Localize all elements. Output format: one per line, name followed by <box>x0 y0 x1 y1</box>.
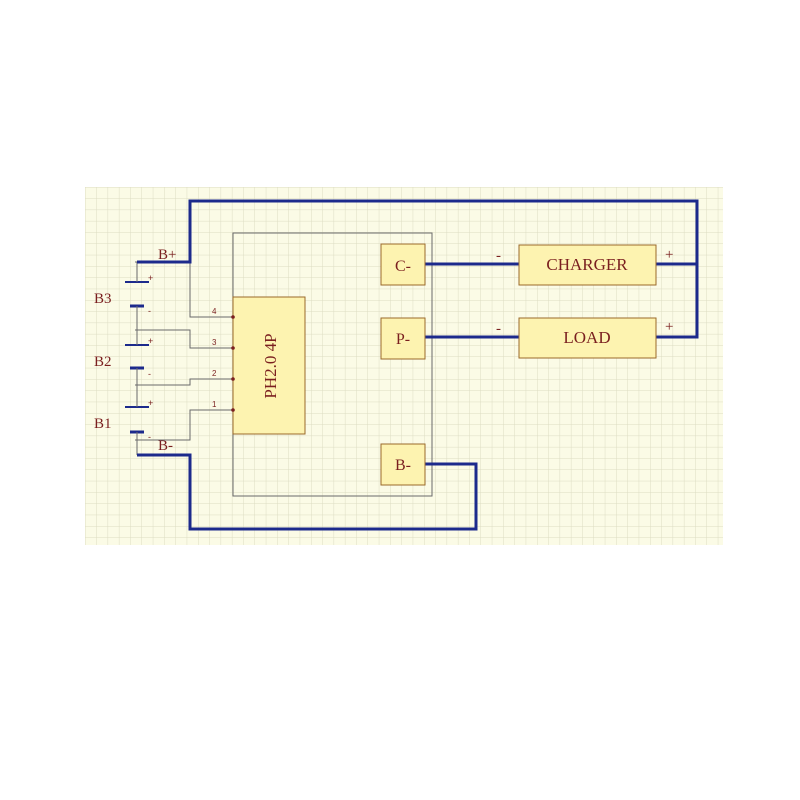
pad-b-minus <box>380 443 426 486</box>
battery-b3-plus: + <box>148 273 153 283</box>
battery-b2-minus: - <box>148 369 151 379</box>
load-block <box>518 317 657 359</box>
battery-b3-minus: - <box>148 306 151 316</box>
connector-label: PH2.0 4P <box>261 333 280 398</box>
load-neg-label: - <box>496 321 501 337</box>
connector-pin-2: 2 <box>212 369 217 378</box>
battery-b1: + - B1 <box>94 385 153 455</box>
battery-b2-label: B2 <box>94 354 112 370</box>
connector-pin-3: 3 <box>212 338 217 347</box>
load-label: LOAD <box>563 328 610 347</box>
battery-b1-label: B1 <box>94 416 112 432</box>
battery-b1-minus: - <box>148 432 151 442</box>
connector-pins: 4 3 2 1 <box>212 307 235 412</box>
connector-pin-1: 1 <box>212 400 217 409</box>
connector-ph2-4p <box>232 296 306 435</box>
battery-b2: + - B2 <box>94 330 153 385</box>
b-minus-terminal-label: B- <box>158 438 173 454</box>
pad-p-minus <box>380 317 426 360</box>
charger-block <box>518 244 657 286</box>
pad-p-minus-label: P- <box>396 331 410 348</box>
connector-pin-4: 4 <box>212 307 217 316</box>
b-plus-terminal-label: B+ <box>158 247 176 263</box>
grid-lines <box>85 187 723 545</box>
battery-b2-plus: + <box>148 336 153 346</box>
charger-label: CHARGER <box>546 255 628 274</box>
battery-b3-label: B3 <box>94 291 112 307</box>
main-power-wires <box>137 199 699 531</box>
pad-b-minus-label: B- <box>395 457 411 474</box>
battery-b1-plus: + <box>148 398 153 408</box>
pad-c-minus <box>380 243 426 286</box>
battery-b3: + - B3 <box>94 262 153 330</box>
load-pos-label: + <box>665 319 673 335</box>
pad-c-minus-label: C- <box>395 258 411 275</box>
charger-pos-label: + <box>665 247 673 263</box>
charger-neg-label: - <box>496 248 501 264</box>
